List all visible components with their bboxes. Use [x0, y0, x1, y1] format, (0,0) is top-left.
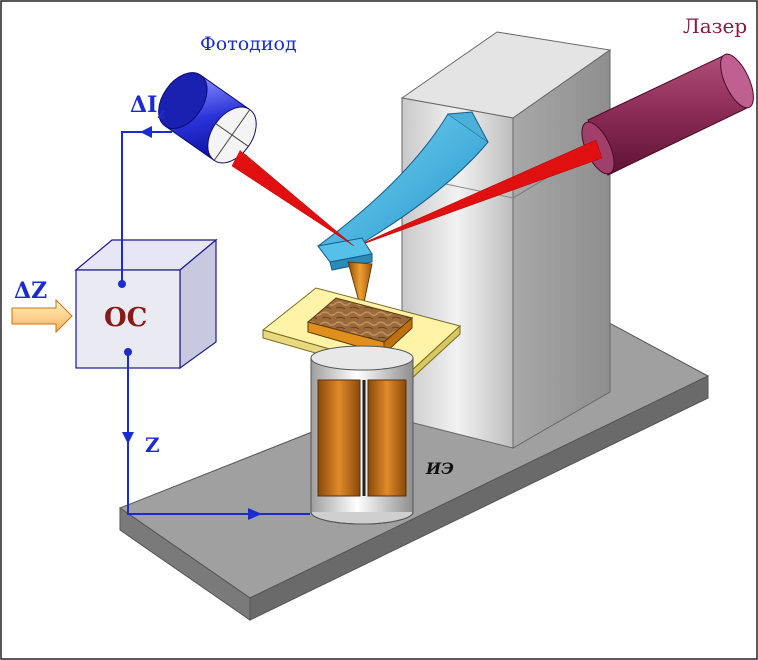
oc-label: ОС: [104, 303, 147, 333]
laser-label: Лазер: [683, 14, 747, 38]
signal-arrows: [118, 126, 262, 520]
probe-tip: [347, 261, 373, 313]
photodiode-label: Фотодиод: [200, 33, 297, 55]
laser-source: [581, 53, 754, 176]
delta-z-input-arrow: [11, 298, 73, 334]
delta-iz-label: ΔIz: [130, 92, 165, 122]
support-column: [400, 31, 612, 449]
delta-z-label: ΔZ: [14, 278, 47, 304]
ie-label: ИЭ: [425, 459, 454, 478]
piezo-scanner: [310, 345, 414, 525]
z-label: Z: [145, 433, 160, 457]
photodiode: [158, 72, 257, 164]
laser-beam-incident: [351, 139, 603, 249]
beam-spot: [232, 150, 248, 166]
